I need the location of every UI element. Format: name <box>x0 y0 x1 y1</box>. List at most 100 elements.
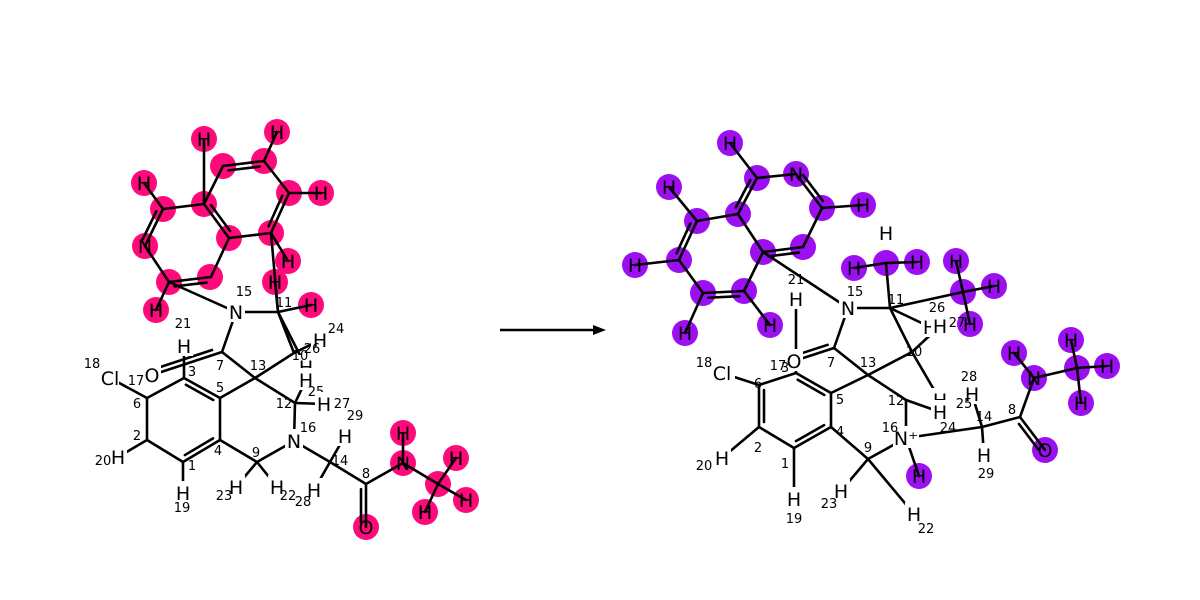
reactant-atom-O-bg <box>143 363 161 385</box>
bond <box>276 303 313 314</box>
product-atom-H: H <box>787 489 801 511</box>
reactant-atom-H: H <box>304 295 318 317</box>
bond <box>757 425 796 450</box>
bond <box>209 236 231 279</box>
reactant-atom-H: H <box>313 330 327 352</box>
reactant-atom-H: H <box>177 336 191 358</box>
bond-double <box>734 178 752 209</box>
product-atom-O: O <box>787 351 802 373</box>
product-atom-number: 26 <box>929 301 946 316</box>
reactant-carbon-number: 3 <box>188 365 196 380</box>
bond <box>829 373 870 395</box>
highlight-atom-label: H <box>314 183 328 205</box>
product-atom-number: 16 <box>882 421 899 436</box>
reactant-atom-H-bg <box>297 368 315 390</box>
bond-double <box>267 194 284 228</box>
product-atom-number: 18 <box>696 356 713 371</box>
reactant-atom-H-bg <box>227 475 245 497</box>
bond <box>167 275 213 284</box>
highlight-atom-label: N <box>789 164 803 186</box>
reactant-carbon-number: 8 <box>362 467 370 482</box>
bond <box>145 438 185 464</box>
product-atom-H-bg <box>931 314 949 336</box>
reactant-atom-number: 23 <box>216 489 233 504</box>
highlight-atom-label: H <box>879 223 893 245</box>
bond <box>269 231 290 263</box>
highlight-atom-label: H <box>678 323 692 345</box>
product-atom-Cl-bg <box>709 361 735 383</box>
bond-double <box>675 222 692 255</box>
product-atom-N-bg <box>839 296 857 318</box>
product-atom-H-bg <box>787 287 805 309</box>
reactant-atom-H: H <box>268 272 282 294</box>
product-atom-H-bg <box>931 400 949 422</box>
bond <box>761 250 850 310</box>
highlight-atom-label: H <box>1007 343 1021 365</box>
highlight-atom-label: H <box>459 490 473 512</box>
product-atom-number: 21 <box>788 273 805 288</box>
product-atom-number: 22 <box>918 522 935 537</box>
highlight-atom-label: H <box>396 423 410 445</box>
bond <box>884 260 919 265</box>
reactant-atom-H-bg <box>315 392 333 414</box>
product-atom-number: 25 <box>956 397 973 412</box>
bond <box>736 176 759 216</box>
reactant-carbon-number: 12 <box>276 397 293 412</box>
bond <box>220 350 257 380</box>
bond <box>181 438 222 464</box>
reactant-atom-H: H <box>149 300 163 322</box>
reactant-atom-H-bg <box>305 478 323 500</box>
reactant-atom-H: H <box>197 129 211 151</box>
product-atom-number: 23 <box>821 497 838 512</box>
product-atom-number: 15 <box>847 285 864 300</box>
reactant-atom-O: O <box>359 517 374 539</box>
product-atom-H: H <box>907 504 921 526</box>
reactant-atom-number: 24 <box>328 322 345 337</box>
bond <box>273 280 280 314</box>
bond <box>1075 364 1109 370</box>
reactant-atom-H: H <box>449 448 463 470</box>
bond-layer <box>108 130 1109 529</box>
reactant-atom-number: 20 <box>95 454 112 469</box>
bond <box>792 425 833 450</box>
bond <box>182 376 222 400</box>
bond <box>253 351 296 380</box>
bond <box>1018 415 1047 452</box>
bond <box>961 290 972 326</box>
reactant-atom-number: 19 <box>174 501 191 516</box>
reactant-atom-H-bg <box>175 334 193 356</box>
bond <box>143 244 171 284</box>
reactant-atom-O: O <box>145 365 160 387</box>
highlight-atom-label: H <box>197 129 211 151</box>
product-atom-number: 27 <box>949 316 966 331</box>
bond-double <box>141 209 158 241</box>
product-atom-O: O <box>1038 440 1053 462</box>
product-atom-H-bg <box>713 446 731 468</box>
highlight-atom-label: H <box>910 252 924 274</box>
highlight-atom-label: H <box>662 177 676 199</box>
reactant-atom-H: H <box>418 502 432 524</box>
reactant-atom-H: H <box>459 490 473 512</box>
product-carbon-number: 14 <box>976 410 993 425</box>
highlight-atom-label: H <box>270 122 284 144</box>
reactant-atom-H: H <box>137 173 151 195</box>
bond <box>1069 338 1079 370</box>
product-atom-H: H <box>789 289 803 311</box>
reactant-carbon-number: 17 <box>128 374 145 389</box>
product-carbon-number: 1 <box>781 457 789 472</box>
product-atom-H-bg <box>905 502 923 524</box>
bond <box>633 258 681 267</box>
product-atom-O-bg <box>785 349 803 371</box>
highlight-atom-label: H <box>1074 393 1088 415</box>
bond <box>866 350 914 377</box>
bond <box>884 261 892 310</box>
highlight-atom-label: H <box>1100 356 1114 378</box>
product-atom-H: H <box>912 466 926 488</box>
bond <box>1012 351 1036 380</box>
reactant-atom-H: H <box>314 183 328 205</box>
bond <box>154 280 171 312</box>
reactant-atom-H: H <box>338 426 352 448</box>
reactant-atom-H: H <box>270 122 284 144</box>
highlight-atom-label: H <box>628 255 642 277</box>
bond <box>150 350 224 377</box>
